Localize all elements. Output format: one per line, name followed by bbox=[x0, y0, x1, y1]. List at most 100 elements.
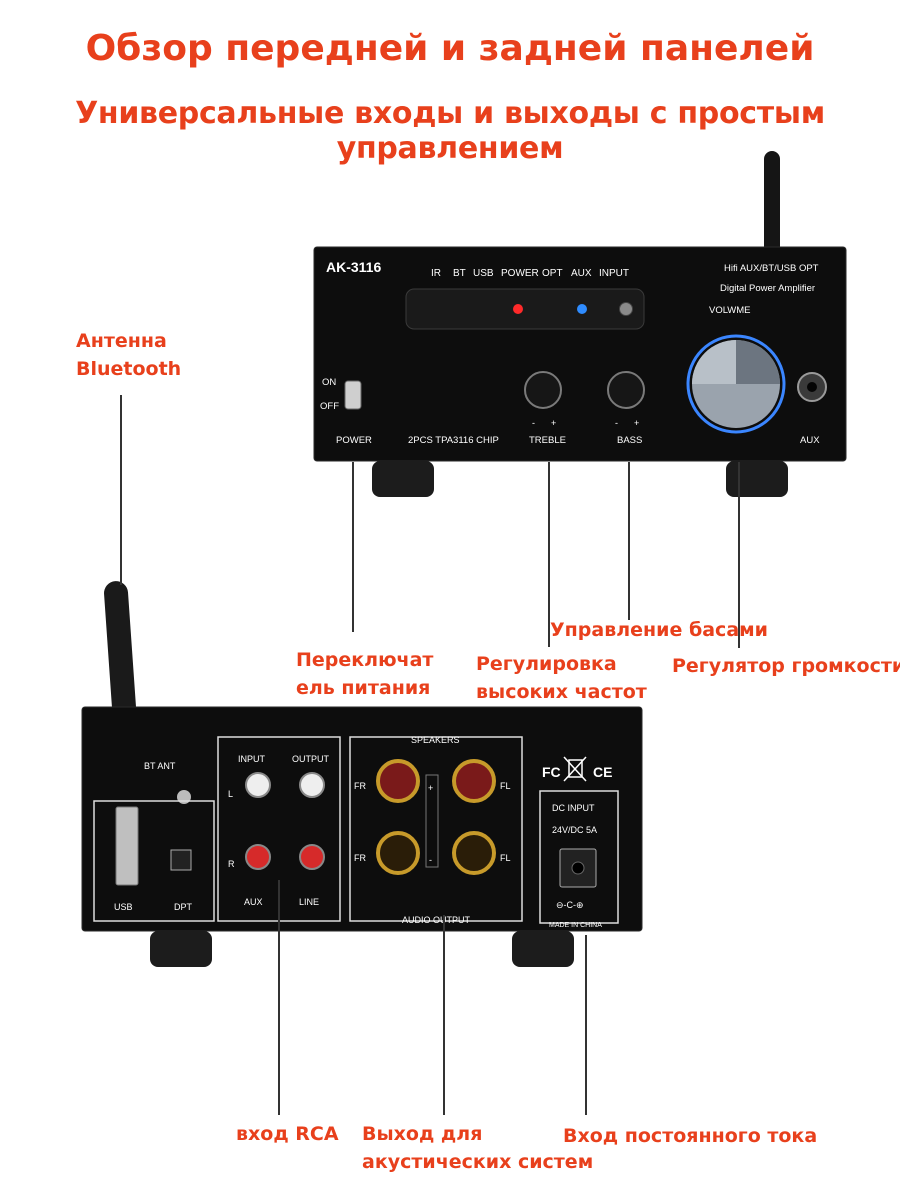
dc-input-label: DC INPUT bbox=[552, 803, 595, 813]
rear-panel-image: BT ANT USB DPT INPUT OUTPUT L R AUX LINE… bbox=[81, 581, 643, 967]
polarity-strip bbox=[425, 774, 439, 868]
rca-l-label: L bbox=[228, 789, 233, 799]
leader-speaker bbox=[443, 915, 445, 1115]
speaker-terminal-fl-minus[interactable] bbox=[452, 831, 496, 875]
volume-knob-facet bbox=[692, 340, 736, 384]
usb-label: USB bbox=[114, 902, 133, 912]
callout-power-switch-line2: ель питания bbox=[296, 677, 431, 699]
page-title: Обзор передней и задней панелей bbox=[85, 28, 815, 69]
power-led bbox=[513, 304, 523, 314]
leader-rca bbox=[278, 880, 280, 1115]
usb-port[interactable] bbox=[115, 806, 139, 886]
callout-treble: Регулировка высоких частот bbox=[476, 650, 647, 706]
treble-knob[interactable] bbox=[524, 371, 562, 409]
callout-treble-line2: высоких частот bbox=[476, 681, 647, 703]
callout-power-switch: Переключат ель питания bbox=[296, 646, 433, 702]
volume-knob-facet bbox=[736, 340, 780, 384]
speaker-fr-bottom-label: FR bbox=[354, 853, 366, 863]
weee-bin-icon bbox=[563, 756, 587, 782]
indicator-opt: OPT bbox=[542, 268, 563, 279]
input-button[interactable] bbox=[619, 302, 633, 316]
leader-antenna bbox=[120, 395, 122, 585]
rca-output-right-jack[interactable] bbox=[299, 844, 325, 870]
page-subtitle: Универсальные входы и выходы с простым у… bbox=[75, 96, 825, 166]
indicator-usb: USB bbox=[473, 268, 494, 279]
rca-line-label: LINE bbox=[299, 897, 319, 907]
speaker-terminal-fr-plus[interactable] bbox=[376, 759, 420, 803]
dc-rating-label: 24V/DC 5A bbox=[552, 825, 597, 835]
dc-jack-hole bbox=[571, 861, 585, 875]
optical-port[interactable] bbox=[170, 849, 192, 871]
aux-label: AUX bbox=[800, 435, 820, 446]
speaker-terminal-fl-plus[interactable] bbox=[452, 759, 496, 803]
power-label: POWER bbox=[336, 435, 372, 446]
rear-body bbox=[81, 706, 643, 932]
callout-treble-line1: Регулировка bbox=[476, 653, 617, 675]
rca-output-label: OUTPUT bbox=[292, 754, 330, 764]
bass-knob[interactable] bbox=[607, 371, 645, 409]
polarity-plus: + bbox=[428, 783, 433, 793]
usb-dpt-frame bbox=[93, 800, 215, 922]
rca-input-left-jack[interactable] bbox=[245, 772, 271, 798]
leader-bass bbox=[628, 462, 630, 620]
fc-mark: FC bbox=[542, 764, 561, 780]
polarity-minus: - bbox=[429, 855, 432, 865]
leader-power-switch bbox=[352, 462, 354, 632]
front-foot-left bbox=[372, 461, 434, 497]
leader-dc bbox=[585, 935, 587, 1115]
indicator-power: POWER bbox=[501, 268, 539, 279]
ce-mark: CE bbox=[593, 764, 612, 780]
callout-speaker: Выход для акустических систем bbox=[362, 1120, 593, 1176]
chip-label: 2PCS TPA3116 CHIP bbox=[408, 435, 499, 446]
bass-plus: + bbox=[634, 418, 639, 428]
leader-treble bbox=[548, 462, 550, 647]
rear-foot-left bbox=[150, 931, 212, 967]
callout-antenna-line1: Антенна bbox=[76, 330, 167, 352]
callout-rca: вход RCA bbox=[236, 1123, 339, 1145]
front-panel-image: AK-3116 IR BT USB POWER OPT AUX INPUT Hi… bbox=[313, 151, 847, 497]
aux-led bbox=[577, 304, 587, 314]
bass-label: BASS bbox=[617, 435, 642, 446]
rear-antenna bbox=[104, 581, 136, 719]
speaker-fr-top-label: FR bbox=[354, 781, 366, 791]
dpt-label: DPT bbox=[174, 902, 193, 912]
indicator-bt: BT bbox=[453, 268, 466, 279]
speaker-terminal-fr-minus[interactable] bbox=[376, 831, 420, 875]
indicator-aux: AUX bbox=[571, 268, 592, 279]
speaker-fl-top-label: FL bbox=[500, 781, 511, 791]
speakers-frame bbox=[349, 736, 523, 922]
callout-volume: Регулятор громкости bbox=[672, 655, 900, 677]
volume-label: VOLWME bbox=[709, 305, 751, 316]
treble-minus: - bbox=[532, 418, 535, 428]
brand-line-2: Digital Power Amplifier bbox=[720, 283, 815, 294]
rca-aux-label: AUX bbox=[244, 897, 263, 907]
bass-minus: - bbox=[615, 418, 618, 428]
model-label: AK-3116 bbox=[326, 259, 381, 275]
bt-ant-label: BT ANT bbox=[144, 761, 176, 771]
callout-dc: Вход постоянного тока bbox=[563, 1125, 818, 1147]
dc-frame bbox=[539, 790, 619, 924]
power-switch[interactable] bbox=[344, 380, 362, 410]
leader-volume bbox=[738, 462, 740, 648]
callout-power-switch-line1: Переключат bbox=[296, 649, 434, 671]
rca-input-label: INPUT bbox=[238, 754, 266, 764]
speaker-fl-bottom-label: FL bbox=[500, 853, 511, 863]
rear-screw bbox=[177, 790, 191, 804]
callout-bass: Управление басами bbox=[550, 619, 768, 641]
display-window bbox=[405, 288, 645, 330]
indicator-input: INPUT bbox=[599, 268, 629, 279]
callout-antenna: Антенна Bluetooth bbox=[76, 327, 181, 383]
switch-off-label: OFF bbox=[320, 401, 339, 412]
speakers-label: SPEAKERS bbox=[411, 735, 460, 745]
treble-plus: + bbox=[551, 418, 556, 428]
audio-output-label: AUDIO OUTPUT bbox=[402, 915, 471, 925]
front-foot-right bbox=[726, 461, 788, 497]
aux-jack-hole bbox=[807, 382, 817, 392]
callout-speaker-line2: акустических систем bbox=[362, 1151, 594, 1173]
rca-output-left-jack[interactable] bbox=[299, 772, 325, 798]
rca-input-right-jack[interactable] bbox=[245, 844, 271, 870]
switch-on-label: ON bbox=[322, 377, 336, 388]
treble-label: TREBLE bbox=[529, 435, 566, 446]
indicator-ir: IR bbox=[431, 268, 441, 279]
callout-speaker-line1: Выход для bbox=[362, 1123, 483, 1145]
